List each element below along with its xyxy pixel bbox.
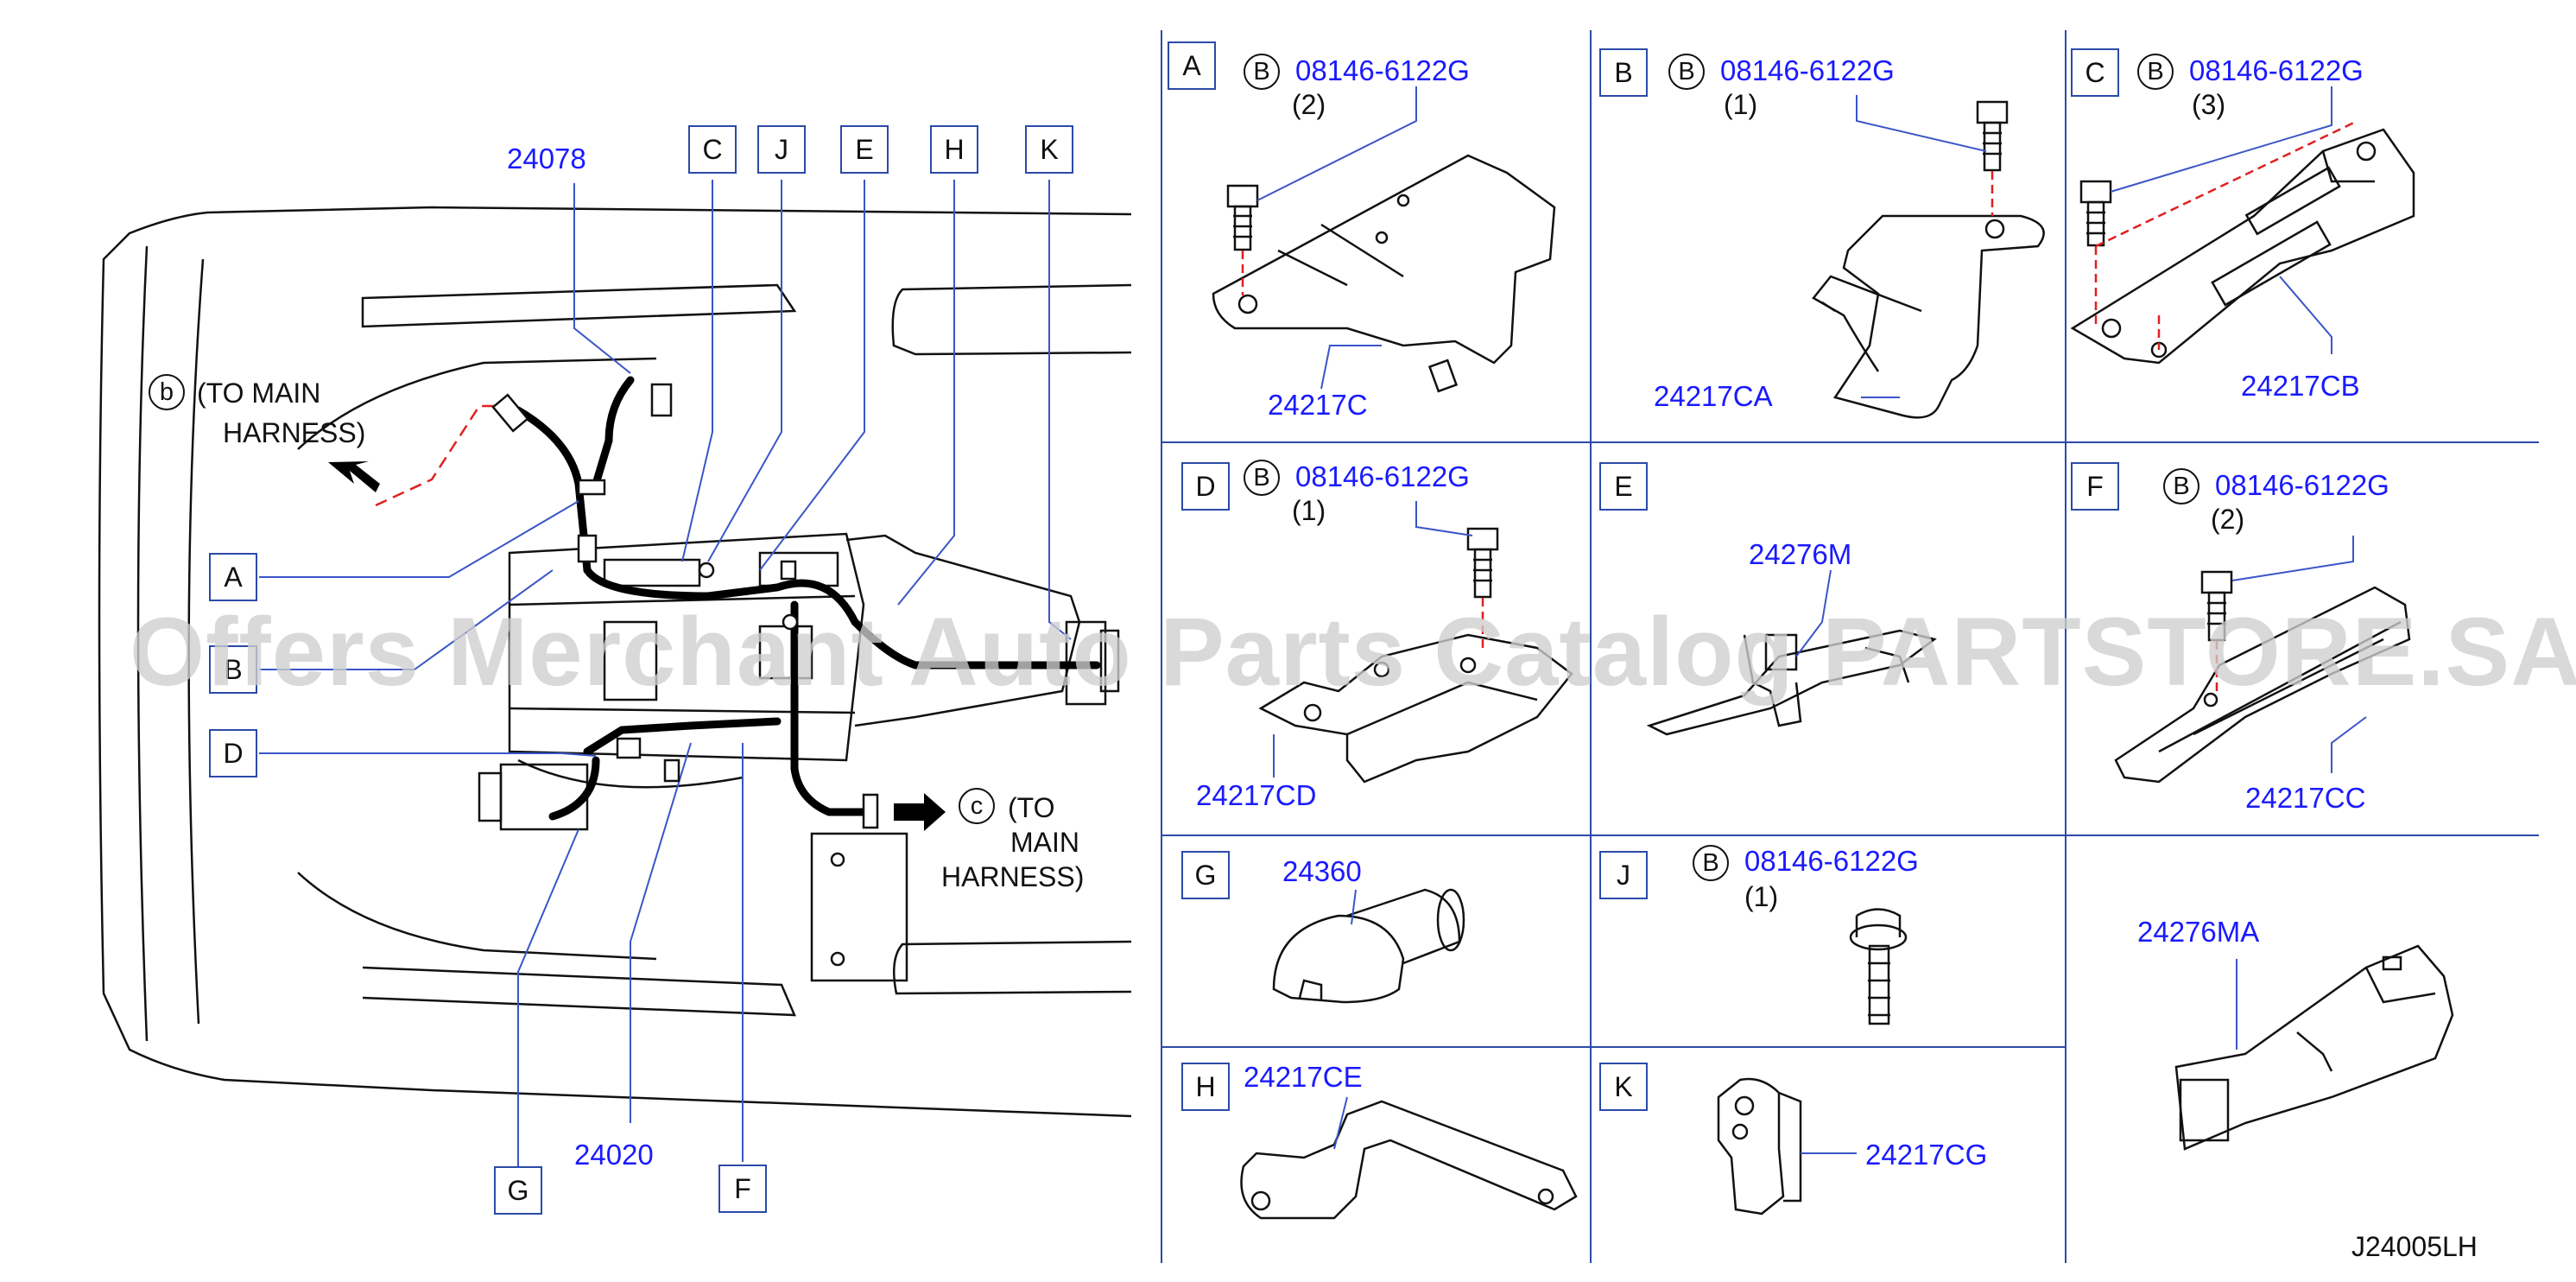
callout-a[interactable]: A — [209, 553, 257, 601]
panel-f-bolt-qty: (2) — [2211, 504, 2245, 535]
callout-h[interactable]: H — [930, 125, 978, 174]
panel-e-letter: E — [1599, 462, 1648, 511]
red-routes — [375, 404, 510, 507]
panel-e-part-number[interactable]: 24276M — [1749, 538, 1852, 570]
callout-f[interactable]: F — [718, 1165, 767, 1213]
panel-a-bolt-qty: (2) — [1292, 89, 1326, 120]
callout-j[interactable]: J — [757, 125, 806, 174]
panel-k-part-number[interactable]: 24217CG — [1865, 1139, 1988, 1171]
callout-c[interactable]: C — [688, 125, 737, 174]
panel-c-bolt-badge: B — [2137, 54, 2174, 90]
panel-j-bolt-badge: B — [1693, 845, 1729, 881]
panel-h-drawing — [1240, 1100, 1578, 1220]
panel-b-bolt-qty: (1) — [1724, 89, 1758, 120]
panel-f-part-number[interactable]: 24217CC — [2245, 782, 2366, 814]
wiring-harness — [514, 376, 1101, 821]
panel-f-letter: F — [2071, 462, 2119, 511]
panel-d-bolt-number[interactable]: 08146-6122G — [1295, 460, 1470, 492]
bolt-d-icon — [1466, 527, 1499, 599]
panel-j-letter: J — [1599, 851, 1648, 899]
panel-ma-drawing — [2174, 944, 2454, 1151]
panel-b-bolt-number[interactable]: 08146-6122G — [1720, 54, 1895, 86]
panel-k-letter: K — [1599, 1063, 1648, 1111]
diagram-code: J24005LH — [2351, 1231, 2478, 1262]
callout-d[interactable]: D — [209, 729, 257, 777]
panel-b-letter: B — [1599, 48, 1648, 97]
panel-j-bolt-qty: (1) — [1744, 881, 1779, 912]
panel-c-drawing — [2070, 128, 2415, 365]
panel-a-drawing — [1212, 154, 1556, 393]
panel-k-drawing — [1717, 1077, 1802, 1215]
connector-badge-c: c — [959, 788, 995, 824]
panel-j-bolt-number[interactable]: 08146-6122G — [1744, 845, 1919, 877]
panel-h-part-number[interactable]: 24217CE — [1244, 1061, 1363, 1093]
callout-e[interactable]: E — [840, 125, 889, 174]
part-number-24020[interactable]: 24020 — [574, 1139, 654, 1171]
panel-g-letter: G — [1181, 851, 1230, 899]
bolt-a-icon — [1226, 184, 1259, 251]
panel-ma-part-number[interactable]: 24276MA — [2137, 916, 2260, 948]
part-number-24078[interactable]: 24078 — [507, 143, 586, 175]
bolt-f-icon — [2200, 570, 2233, 642]
to-main-harness-b-line1: (TO MAIN — [197, 378, 321, 409]
panel-b-part-number[interactable]: 24217CA — [1654, 380, 1773, 412]
panel-d-bolt-qty: (1) — [1292, 495, 1326, 526]
panel-b-bolt-badge: B — [1668, 54, 1705, 90]
panel-f-bolt-badge: B — [2163, 468, 2199, 505]
panel-c-bolt-qty: (3) — [2192, 89, 2226, 120]
callout-b[interactable]: B — [209, 645, 257, 694]
panel-a-bolt-number[interactable]: 08146-6122G — [1295, 54, 1470, 86]
console-outline — [98, 206, 1132, 1118]
direction-arrows — [328, 461, 946, 831]
panel-d-letter: D — [1181, 462, 1230, 511]
panel-d-part-number[interactable]: 24217CD — [1196, 779, 1317, 811]
panel-a-part-number[interactable]: 24217C — [1268, 389, 1368, 421]
panel-c-letter: C — [2071, 48, 2119, 97]
panel-e-drawing — [1646, 629, 1937, 736]
panel-d-drawing — [1258, 527, 1573, 784]
bolt-j-icon — [1849, 908, 1908, 1025]
panel-g-drawing — [1272, 888, 1465, 1004]
leader-lines — [259, 180, 1072, 1166]
arrow-to-b-icon — [328, 461, 380, 492]
to-main-harness-b-line2: HARNESS) — [223, 417, 366, 448]
panel-a-bolt-badge: B — [1244, 54, 1280, 90]
callout-k[interactable]: K — [1025, 125, 1073, 174]
callout-g[interactable]: G — [494, 1166, 542, 1215]
panel-a-letter: A — [1168, 41, 1216, 90]
to-main-harness-c-line1: (TO — [1008, 792, 1055, 823]
panel-g-part-number[interactable]: 24360 — [1282, 855, 1362, 887]
connector-badge-b: b — [149, 374, 185, 410]
panel-h-letter: H — [1181, 1063, 1230, 1111]
bolt-b-icon — [1976, 100, 2009, 172]
to-main-harness-c-line3: HARNESS) — [941, 861, 1085, 892]
clips — [491, 383, 879, 829]
panel-d-bolt-badge: B — [1244, 460, 1280, 496]
overview-drawing — [98, 206, 1132, 1118]
panel-c-part-number[interactable]: 24217CB — [2241, 370, 2360, 402]
panel-f-drawing — [2114, 570, 2411, 784]
panel-grid — [1161, 30, 2539, 1263]
to-main-harness-c-line2: MAIN — [1010, 827, 1079, 858]
watermark: Offers Merchant Auto Parts Catalog PARTS… — [130, 598, 2576, 706]
panel-b-drawing — [1812, 100, 2045, 419]
panel-f-bolt-number[interactable]: 08146-6122G — [2215, 469, 2389, 501]
bolt-c-icon — [2079, 180, 2112, 247]
arrow-to-c-icon — [894, 793, 946, 831]
panel-c-bolt-number[interactable]: 08146-6122G — [2189, 54, 2364, 86]
panel-j-drawing — [1849, 908, 1908, 1025]
